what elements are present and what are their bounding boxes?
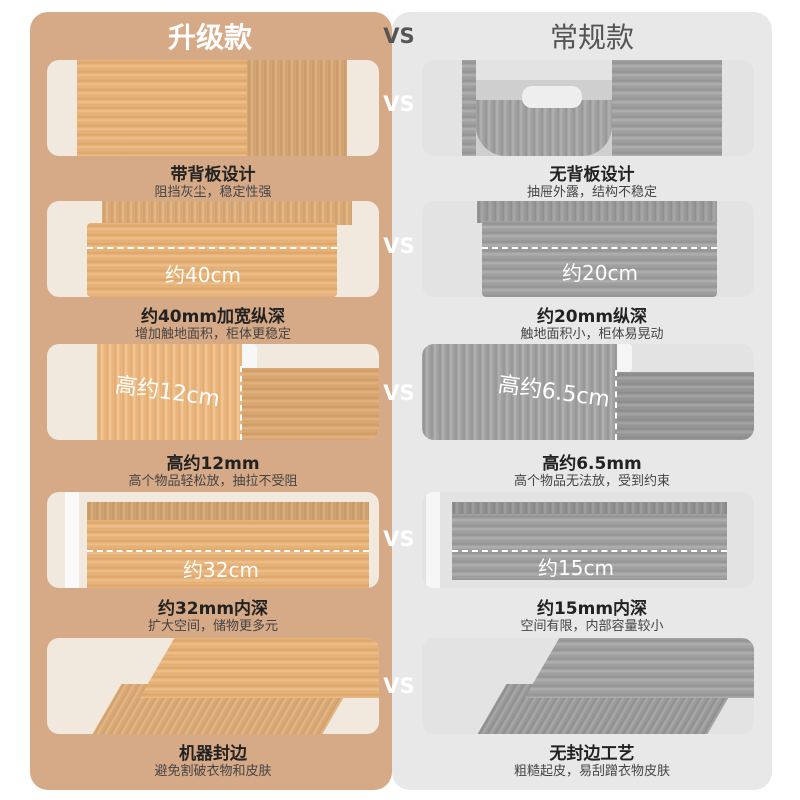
header-vs-label: VS <box>383 24 415 48</box>
upgraded-depth-measure: 约40cm <box>165 263 241 287</box>
upgraded-feature-2-subtitle: 增加触地面积，柜体更稳定 <box>134 327 291 342</box>
upgraded-feature-1-title: 带背板设计 <box>170 165 256 185</box>
regular-depth-measure: 约20cm <box>562 261 638 285</box>
regular-feature-5-title: 无封边工艺 <box>549 744 635 764</box>
row4-vs-label: VS <box>383 527 415 551</box>
regular-feature-2-subtitle: 触地面积小，柜体易晃动 <box>520 327 664 342</box>
upgraded-edge-banding-photo <box>47 638 379 734</box>
upgraded-back-panel-photo <box>47 60 379 156</box>
upgraded-feature-3-title: 高约12mm <box>166 454 260 474</box>
upgraded-depth-photo: 约40cm <box>47 201 379 297</box>
row2-vs-label: VS <box>383 234 415 258</box>
upgraded-feature-4-subtitle: 扩大空间，储物更多元 <box>147 619 278 634</box>
upgraded-feature-2-title: 约40mm加宽纵深 <box>140 307 286 327</box>
regular-back-panel-photo <box>422 60 754 156</box>
upgraded-feature-5-title: 机器封边 <box>179 744 247 764</box>
row3-vs-label: VS <box>383 381 415 405</box>
upgraded-title: 升级款 <box>167 21 252 54</box>
regular-edge-banding-photo <box>422 638 754 734</box>
regular-depth-photo: 约20cm <box>422 201 754 297</box>
regular-feature-3-title: 高约6.5mm <box>542 454 642 474</box>
upgraded-feature-4-title: 约32mm内深 <box>157 599 269 619</box>
regular-inner-depth-measure: 约15cm <box>538 556 614 580</box>
regular-height-photo: 高约6.5cm <box>422 344 754 440</box>
regular-feature-5-subtitle: 粗糙起皮，易刮蹭衣物皮肤 <box>513 764 670 779</box>
regular-feature-2-title: 约20mm纵深 <box>536 307 648 327</box>
regular-feature-4-title: 约15mm内深 <box>536 599 648 619</box>
upgraded-inner-depth-photo: 约32cm <box>47 492 379 588</box>
row5-vs-label: VS <box>383 674 415 698</box>
regular-feature-3-subtitle: 高个物品无法放，受到约束 <box>513 474 670 489</box>
upgraded-height-photo: 高约12cm <box>47 344 379 440</box>
regular-feature-4-subtitle: 空间有限，内部容量较小 <box>520 619 664 634</box>
row1-vs-label: VS <box>383 92 415 116</box>
upgraded-feature-5-subtitle: 避免割破衣物和皮肤 <box>154 764 272 779</box>
upgraded-feature-1-subtitle: 阻挡灰尘，稳定性强 <box>154 185 272 200</box>
upgraded-inner-depth-measure: 约32cm <box>183 558 259 582</box>
upgraded-feature-3-subtitle: 高个物品轻松放，抽拉不受阻 <box>128 474 298 489</box>
regular-feature-1-subtitle: 抽屉外露，结构不稳定 <box>526 185 657 200</box>
regular-inner-depth-photo: 约15cm <box>422 492 754 588</box>
regular-feature-1-title: 无背板设计 <box>549 165 635 185</box>
regular-title: 常规款 <box>549 21 634 54</box>
